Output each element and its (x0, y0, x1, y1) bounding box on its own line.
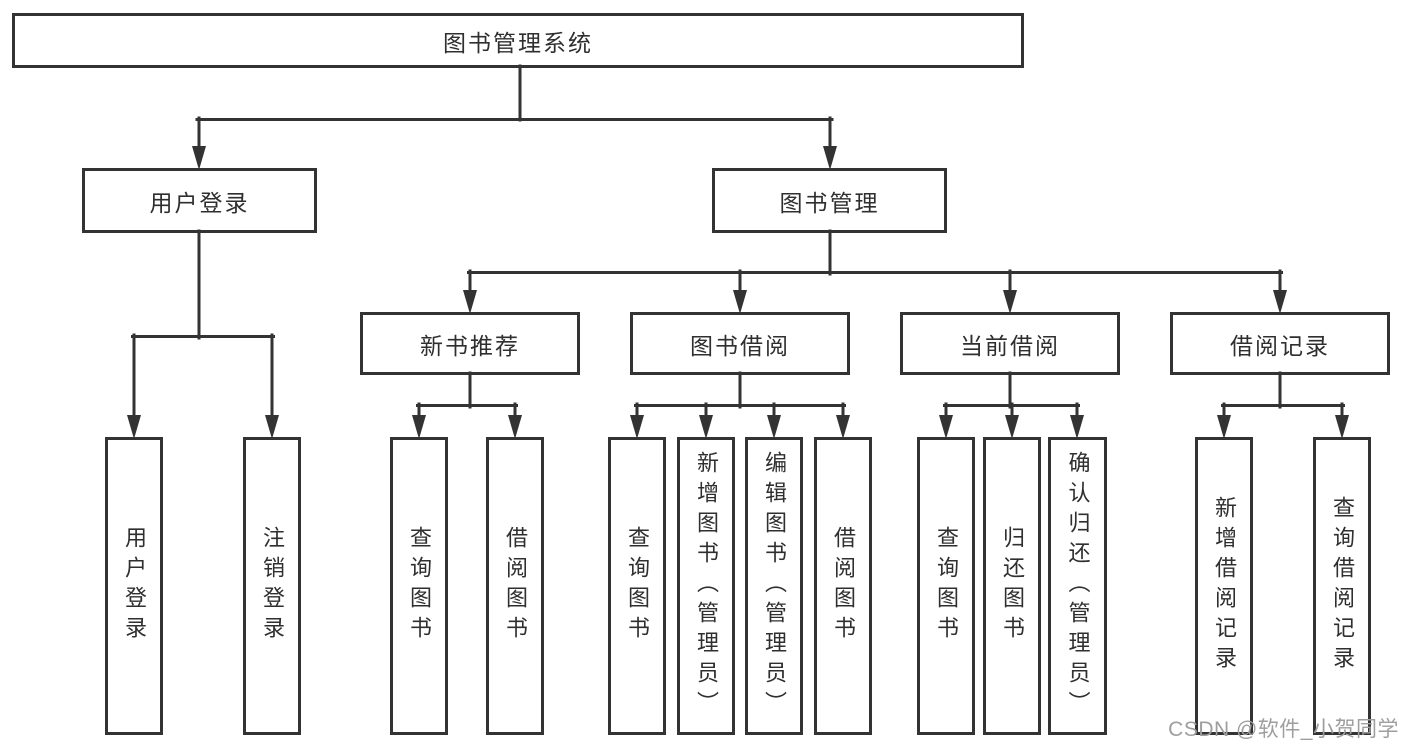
leaf-newbooks-borrow-label: 借阅图书 (503, 526, 528, 646)
leaf-user-login: 用户登录 (105, 437, 163, 735)
leaf-borrow-book-label: 借阅图书 (831, 526, 856, 646)
node-root-label: 图书管理系统 (443, 29, 593, 56)
node-borrow-records: 借阅记录 (1170, 312, 1390, 375)
leaf-add-borrow-record-label: 新增借阅记录 (1212, 496, 1237, 676)
leaf-return-book: 归还图书 (983, 437, 1041, 735)
leaf-newbooks-query: 查询图书 (390, 437, 448, 735)
leaf-borrow-add-book-label: 新增图书（管理员） (694, 451, 719, 721)
node-current-borrow: 当前借阅 (900, 312, 1120, 375)
leaf-query-borrow-record-label: 查询借阅记录 (1330, 496, 1355, 676)
node-current-borrow-label: 当前借阅 (960, 332, 1060, 359)
leaf-user-login-label: 用户登录 (122, 526, 147, 646)
node-new-book-recommend-label: 新书推荐 (420, 332, 520, 359)
leaf-current-query-label: 查询图书 (934, 526, 959, 646)
leaf-borrow-add-book: 新增图书（管理员） (677, 437, 735, 735)
node-root: 图书管理系统 (12, 13, 1024, 68)
leaf-current-query: 查询图书 (917, 437, 975, 735)
node-new-book-recommend: 新书推荐 (360, 312, 580, 375)
leaf-borrow-query-label: 查询图书 (625, 526, 650, 646)
leaf-newbooks-query-label: 查询图书 (407, 526, 432, 646)
leaf-newbooks-borrow: 借阅图书 (486, 437, 544, 735)
node-book-borrow: 图书借阅 (630, 312, 850, 375)
node-user-login: 用户登录 (82, 168, 317, 233)
node-borrow-records-label: 借阅记录 (1230, 332, 1330, 359)
leaf-borrow-edit-book-label: 编辑图书（管理员） (762, 451, 787, 721)
leaf-add-borrow-record: 新增借阅记录 (1195, 437, 1253, 735)
leaf-logout-label: 注销登录 (260, 526, 285, 646)
leaf-logout: 注销登录 (243, 437, 301, 735)
node-book-management-label: 图书管理 (779, 189, 880, 216)
leaf-borrow-query: 查询图书 (608, 437, 666, 735)
node-book-borrow-label: 图书借阅 (690, 332, 790, 359)
leaf-confirm-return-label: 确认归还（管理员） (1065, 451, 1091, 721)
csdn-watermark: CSDN @软件_小贺同学 (1168, 718, 1399, 741)
leaf-borrow-book: 借阅图书 (814, 437, 872, 735)
node-book-management: 图书管理 (712, 168, 947, 233)
node-user-login-label: 用户登录 (149, 189, 250, 216)
leaf-confirm-return: 确认归还（管理员） (1048, 437, 1107, 735)
leaf-return-book-label: 归还图书 (1000, 526, 1025, 646)
leaf-borrow-edit-book: 编辑图书（管理员） (745, 437, 803, 735)
leaf-query-borrow-record: 查询借阅记录 (1313, 437, 1371, 735)
